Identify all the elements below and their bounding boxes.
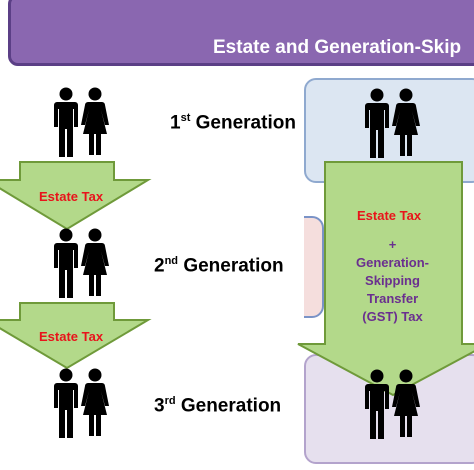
- banner-title: Estate and Generation-Skip: [213, 37, 462, 58]
- gst-line-2: Skipping: [365, 273, 420, 288]
- left-arrow-1-tax-label: Estate Tax: [39, 189, 104, 204]
- couple-gen3-icon: [54, 368, 109, 438]
- panel-gap: [260, 70, 304, 470]
- couple-right-gen1-icon: [365, 88, 420, 158]
- title-banner: [8, 0, 474, 66]
- gst-line-1: Generation-: [356, 255, 429, 270]
- couple-gen2-icon: [54, 228, 109, 298]
- skip-arrow-tax-label: Estate Tax: [357, 208, 422, 223]
- generation-3-label: 3rd Generation: [154, 395, 282, 417]
- gst-plus-sign: +: [388, 237, 397, 252]
- gst-line-3: Transfer: [366, 291, 419, 306]
- left-arrow-2: [0, 302, 152, 370]
- gst-line-4: (GST) Tax: [362, 309, 423, 324]
- left-arrow-2-tax-label: Estate Tax: [39, 329, 104, 344]
- generation-1-label: 1st Generation: [170, 112, 296, 134]
- generation-2-label: 2nd Generation: [154, 255, 284, 277]
- diagram-graphics: [0, 87, 474, 439]
- left-arrow-1: [0, 161, 152, 231]
- couple-gen1-icon: [54, 87, 109, 157]
- skip-arrow: [297, 161, 474, 397]
